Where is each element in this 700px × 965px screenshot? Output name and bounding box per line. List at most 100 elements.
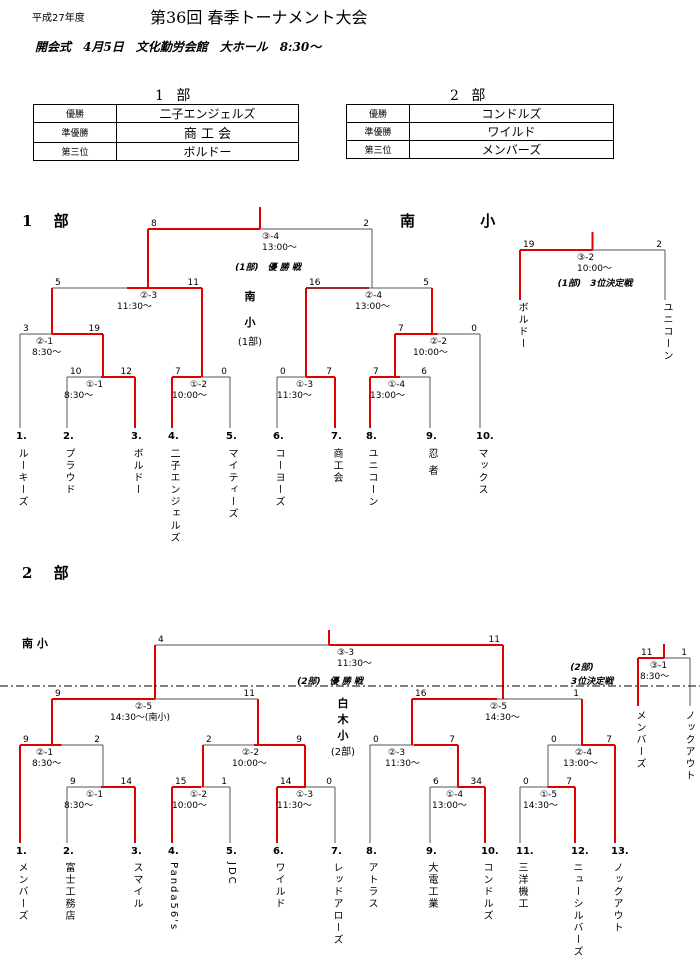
match-id: ①-1	[86, 790, 103, 800]
team-name: マックス	[476, 448, 487, 496]
score-right: 11	[489, 635, 500, 645]
team-name: 大電工業	[426, 862, 437, 910]
match-id: ③-4	[262, 232, 279, 242]
team-number: 8.	[366, 846, 377, 857]
match-time: 14:30～(南小)	[110, 711, 170, 723]
score-left: 15	[175, 777, 186, 787]
section-2-label: 2 部	[22, 564, 77, 582]
score-left: 7	[373, 367, 379, 377]
score-right: 11	[188, 278, 199, 288]
team-name: コンドルズ	[481, 862, 492, 922]
team-name: ノックアウト	[611, 862, 622, 934]
team-number: 3.	[131, 431, 142, 442]
third-place-team: メンバーズ	[634, 710, 645, 770]
match-time: 11:30～	[385, 759, 420, 769]
center-label: 小	[244, 315, 256, 329]
team-number: 10.	[476, 431, 494, 442]
match-time: 14:30～	[523, 801, 558, 811]
team-name: マイティーズ	[226, 448, 237, 520]
fiscal-year: 平成27年度	[32, 13, 85, 24]
match-time: 13:00～	[262, 243, 297, 253]
match-id: ①-4	[446, 790, 463, 800]
third-place-team: ボルドー	[516, 302, 527, 350]
team-name: ルーキーズ	[16, 448, 27, 508]
match-id: ①-3	[296, 380, 313, 390]
section-2-venue: 南 小	[22, 637, 48, 650]
center-label: (1部)	[238, 335, 262, 348]
score-left: 8	[151, 219, 157, 229]
team-number: 9.	[426, 846, 437, 857]
score-left: 6	[433, 777, 439, 787]
score-right: 5	[423, 278, 429, 288]
team-name: 富士工務店	[63, 862, 74, 922]
score-left: 0	[280, 367, 286, 377]
team-number: 3.	[131, 846, 142, 857]
match-time: 14:30～	[485, 713, 520, 723]
team-name: Panda56's	[168, 862, 179, 932]
match-time: 13:00～	[370, 391, 405, 401]
third-place-label: (2部)	[570, 662, 594, 673]
section-1-label: 1 部	[22, 212, 77, 230]
score-left: 7	[175, 367, 181, 377]
third-place-label: 3位決定戦	[571, 676, 615, 687]
score-right: 0	[326, 777, 332, 787]
score-left: 11	[641, 648, 652, 658]
score-right: 19	[89, 324, 101, 334]
score-right: 34	[471, 777, 483, 787]
team-number: 2.	[63, 431, 74, 442]
match-time: 8:30～	[32, 348, 61, 358]
score-right: 7	[566, 777, 572, 787]
score-right: 1	[681, 648, 687, 658]
score-right: 11	[244, 689, 255, 699]
center-label: 小	[337, 728, 349, 742]
match-id: ①-2	[190, 380, 207, 390]
match-id: ②-3	[388, 748, 405, 758]
score-right: 9	[296, 735, 302, 745]
score-right: 12	[121, 367, 132, 377]
score-right: 0	[221, 367, 227, 377]
match-id: ②-4	[365, 291, 382, 301]
match-id: ②-3	[140, 291, 157, 301]
team-name: 二子エンジェルズ	[168, 448, 179, 544]
team-name: スマイル	[131, 862, 142, 910]
match-time: 8:30～	[64, 391, 93, 401]
match-id: ②-2	[242, 748, 259, 758]
score-left: 9	[55, 689, 61, 699]
team-number: 9.	[426, 431, 437, 442]
score-left: 19	[523, 240, 535, 250]
score-left: 5	[55, 278, 61, 288]
score-right: 7	[326, 367, 332, 377]
team-number: 2.	[63, 846, 74, 857]
team-number: 4.	[168, 431, 179, 442]
final-label: (2部) 優 勝 戦	[297, 676, 365, 687]
team-number: 6.	[273, 846, 284, 857]
team-name: レッドアローズ	[331, 862, 342, 946]
score-right: 0	[471, 324, 477, 334]
match-id: ③-2	[577, 253, 594, 263]
match-id: ①-4	[388, 380, 405, 390]
team-number: 12.	[571, 846, 589, 857]
team-name: メンバーズ	[16, 862, 27, 922]
team-number: 10.	[481, 846, 499, 857]
team-number: 13.	[611, 846, 629, 857]
third-place-team: ユニコーン	[661, 302, 672, 362]
team-number: 7.	[331, 431, 342, 442]
match-id: ①-3	[296, 790, 313, 800]
match-id: ②-5	[490, 702, 507, 712]
team-number: 7.	[331, 846, 342, 857]
score-left: 10	[70, 367, 82, 377]
final-label: (1部) 優 勝 戦	[235, 262, 303, 273]
center-label: 木	[337, 712, 350, 726]
opening-info: 開会式 4月5日 文化勤労会館 大ホール 8:30～	[35, 40, 322, 54]
score-right: 14	[121, 777, 133, 787]
match-time: 11:30～	[337, 659, 372, 669]
match-id: ②-4	[575, 748, 592, 758]
score-right: 1	[573, 689, 579, 699]
match-id: ③-3	[337, 648, 354, 658]
third-place-team: ノックアウト	[683, 710, 694, 782]
results-table-division-1: 優勝二子エンジェルズ 準優勝商 工 会 第三位ボルドー	[33, 104, 299, 161]
team-number: 5.	[226, 846, 237, 857]
score-right: 2	[94, 735, 100, 745]
score-right: 6	[421, 367, 427, 377]
